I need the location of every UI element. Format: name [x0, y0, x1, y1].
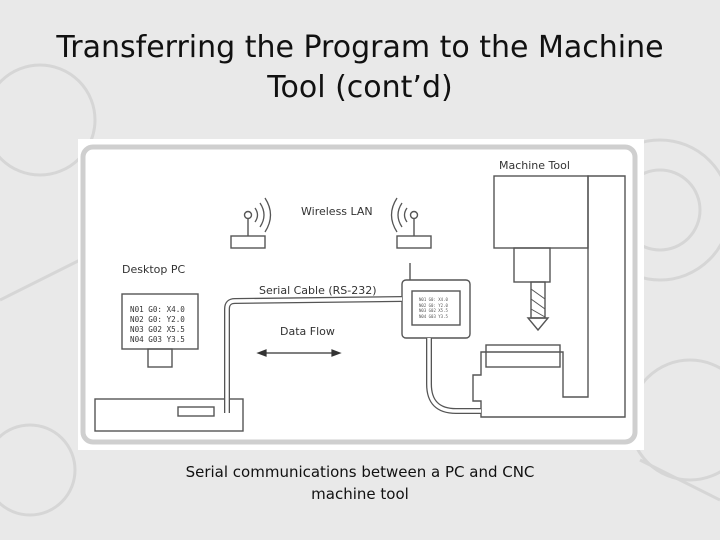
pc-code-line: N01 G0: X4.0 — [130, 305, 185, 314]
slide-title-line-2: Tool (cont’d) — [267, 70, 453, 105]
wireless-signal-icon — [254, 197, 408, 233]
caption-line-2: machine tool — [311, 485, 409, 503]
desktop-pc-label: Desktop PC — [122, 263, 186, 276]
pc-code-line: N03 G02 X5.5 — [130, 325, 185, 334]
cutting-tool — [526, 317, 550, 332]
pc-case — [94, 398, 244, 432]
diagram-drawing — [80, 144, 638, 445]
cnc-code-line: N03 G02 X5.5 — [419, 308, 448, 314]
cnc-code-line: N02 G0: Y2.0 — [419, 302, 448, 308]
cnc-controller-screen — [411, 290, 461, 326]
slide-title: Transferring the Program to the Machine … — [20, 28, 700, 108]
pc-code-line: N04 G03 Y3.5 — [130, 335, 185, 344]
data-flow-arrow-icon — [256, 349, 342, 357]
diagram-caption: Serial communications between a PC and C… — [150, 461, 570, 505]
cnc-code-line: N01 G0: X4.0 — [419, 297, 448, 302]
diagram-frame — [80, 144, 638, 445]
slide-title-line-1: Transferring the Program to the Machine — [56, 30, 664, 65]
cnc-controller — [401, 279, 471, 339]
pc-monitor-stand — [147, 348, 173, 368]
cnc-code-line: N04 G03 Y3.5 — [419, 313, 448, 319]
data-flow-label: Data Flow — [280, 325, 335, 338]
cnc-screen-code: N01 G0: X4.0 N02 G0: Y2.0 N03 G02 X5.5 N… — [419, 297, 467, 319]
wireless-lan-label: Wireless LAN — [301, 205, 373, 218]
machine-tool-label: Machine Tool — [499, 159, 570, 172]
pc-drive-slot — [177, 406, 215, 417]
pc-code-line: N02 G0: Y2.0 — [130, 315, 185, 324]
diagram-image: Machine Tool Wireless LAN Desktop PC Ser… — [78, 139, 644, 450]
work-table — [485, 344, 561, 368]
caption-line-1: Serial communications between a PC and C… — [185, 463, 535, 481]
pc-screen-code: N01 G0: X4.0 N02 G0: Y2.0 N03 G02 X5.5 N… — [130, 305, 200, 345]
serial-cable-label: Serial Cable (RS-232) — [259, 284, 377, 297]
machine-tool-body — [472, 175, 626, 418]
